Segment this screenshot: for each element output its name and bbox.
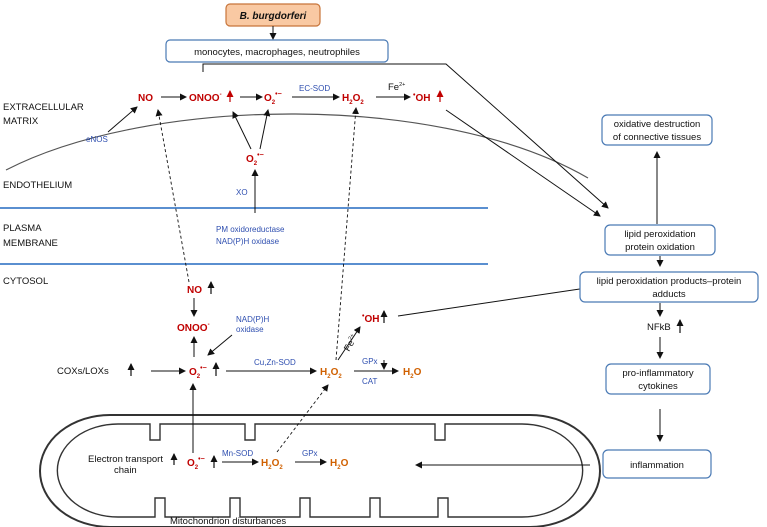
immune-cells-box <box>165 39 389 63</box>
h2o2-top: H2O2 <box>342 93 364 106</box>
oxidative-destruction-label-2: of connective tissues <box>613 132 701 143</box>
h2o2-mito: H2O2 <box>261 458 283 471</box>
mitochondrion-label: Mitochondrion disturbances <box>170 516 286 527</box>
gpx-cytosol-label: GPx <box>362 357 378 366</box>
region-cytosol: CYTOSOL <box>3 276 48 287</box>
lipid-peroxidation-label-1: lipid peroxidation <box>624 229 695 240</box>
region-extracellular: EXTRACELLULAR <box>3 102 84 113</box>
inflammation-box <box>602 449 712 479</box>
endothelium-arc <box>5 113 589 179</box>
h2o-mito: H2O <box>330 458 349 471</box>
region-matrix: MATRIX <box>3 116 39 127</box>
ec-sod-label: EC-SOD <box>299 84 330 93</box>
mitochondrion-inner <box>56 423 584 518</box>
onoo-top: ONOO- <box>189 92 222 104</box>
nadph-oxidase-pm-label: NAD(P)H oxidase <box>216 237 280 246</box>
etc-label-2: chain <box>114 465 137 476</box>
oxidative-destruction-label-1: oxidative destruction <box>614 119 701 130</box>
cytokines-label-2: cytokines <box>638 381 678 392</box>
lipid-peroxidation-box <box>604 224 716 256</box>
gpx-mito-label: GPx <box>302 449 318 458</box>
etc-label-1: Electron transport <box>88 454 163 465</box>
lipid-products-label-2: adducts <box>652 289 686 300</box>
oh-top: •OH <box>413 92 430 104</box>
cuzn-sod-label: Cu,Zn-SOD <box>254 358 296 367</box>
h2o2-cytosol: H2O2 <box>320 367 342 380</box>
cytokines-box <box>605 363 711 395</box>
o2-top: O2•− <box>264 91 282 106</box>
cat-label: CAT <box>362 377 378 386</box>
coxs-loxs-label: COXs/LOXs <box>57 366 109 377</box>
no-cytosol: NO <box>187 285 202 296</box>
o2-endothelium: O2•− <box>246 152 264 167</box>
xo-label: XO <box>236 188 248 197</box>
region-plasma: PLASMA <box>3 223 42 234</box>
o2-cytosol: O2•− <box>189 365 207 380</box>
nfkb-label: NFkB <box>647 322 671 333</box>
region-membrane: MEMBRANE <box>3 238 58 249</box>
fe-cytosol-label: Fe2+ <box>342 333 360 354</box>
mn-sod-label: Mn-SOD <box>222 449 253 458</box>
lipid-products-label-1: lipid peroxidation products–protein <box>597 276 742 287</box>
inflammation-label: inflammation <box>630 460 684 471</box>
region-endothelium: ENDOTHELIUM <box>3 180 72 191</box>
o2-mito: O2•− <box>187 456 205 471</box>
cytokines-label-1: pro-inflammatory <box>622 368 694 379</box>
lipid-peroxidation-label-2: protein oxidation <box>625 242 695 253</box>
fe-top-label: Fe2+ <box>388 82 405 93</box>
oh-cytosol: •OH <box>362 313 379 325</box>
nadph-cyt-label-1: NAD(P)H <box>236 315 270 324</box>
oxidative-destruction-box <box>601 114 713 146</box>
lipid-products-box <box>579 271 759 303</box>
onoo-cytosol: ONOO- <box>177 322 210 334</box>
nadph-cyt-label-2: oxidase <box>236 325 264 334</box>
pm-oxidoreductase-label: PM oxidoreductase <box>216 225 285 234</box>
h2o-cytosol: H2O <box>403 367 422 380</box>
mitochondrion-outer <box>39 414 601 527</box>
enos-label: eNOS <box>86 135 108 144</box>
no-top: NO <box>138 93 153 104</box>
b-burgdorferi-label: B. burgdorferi <box>240 11 307 22</box>
immune-cells-label: monocytes, macrophages, neutrophiles <box>194 47 360 58</box>
